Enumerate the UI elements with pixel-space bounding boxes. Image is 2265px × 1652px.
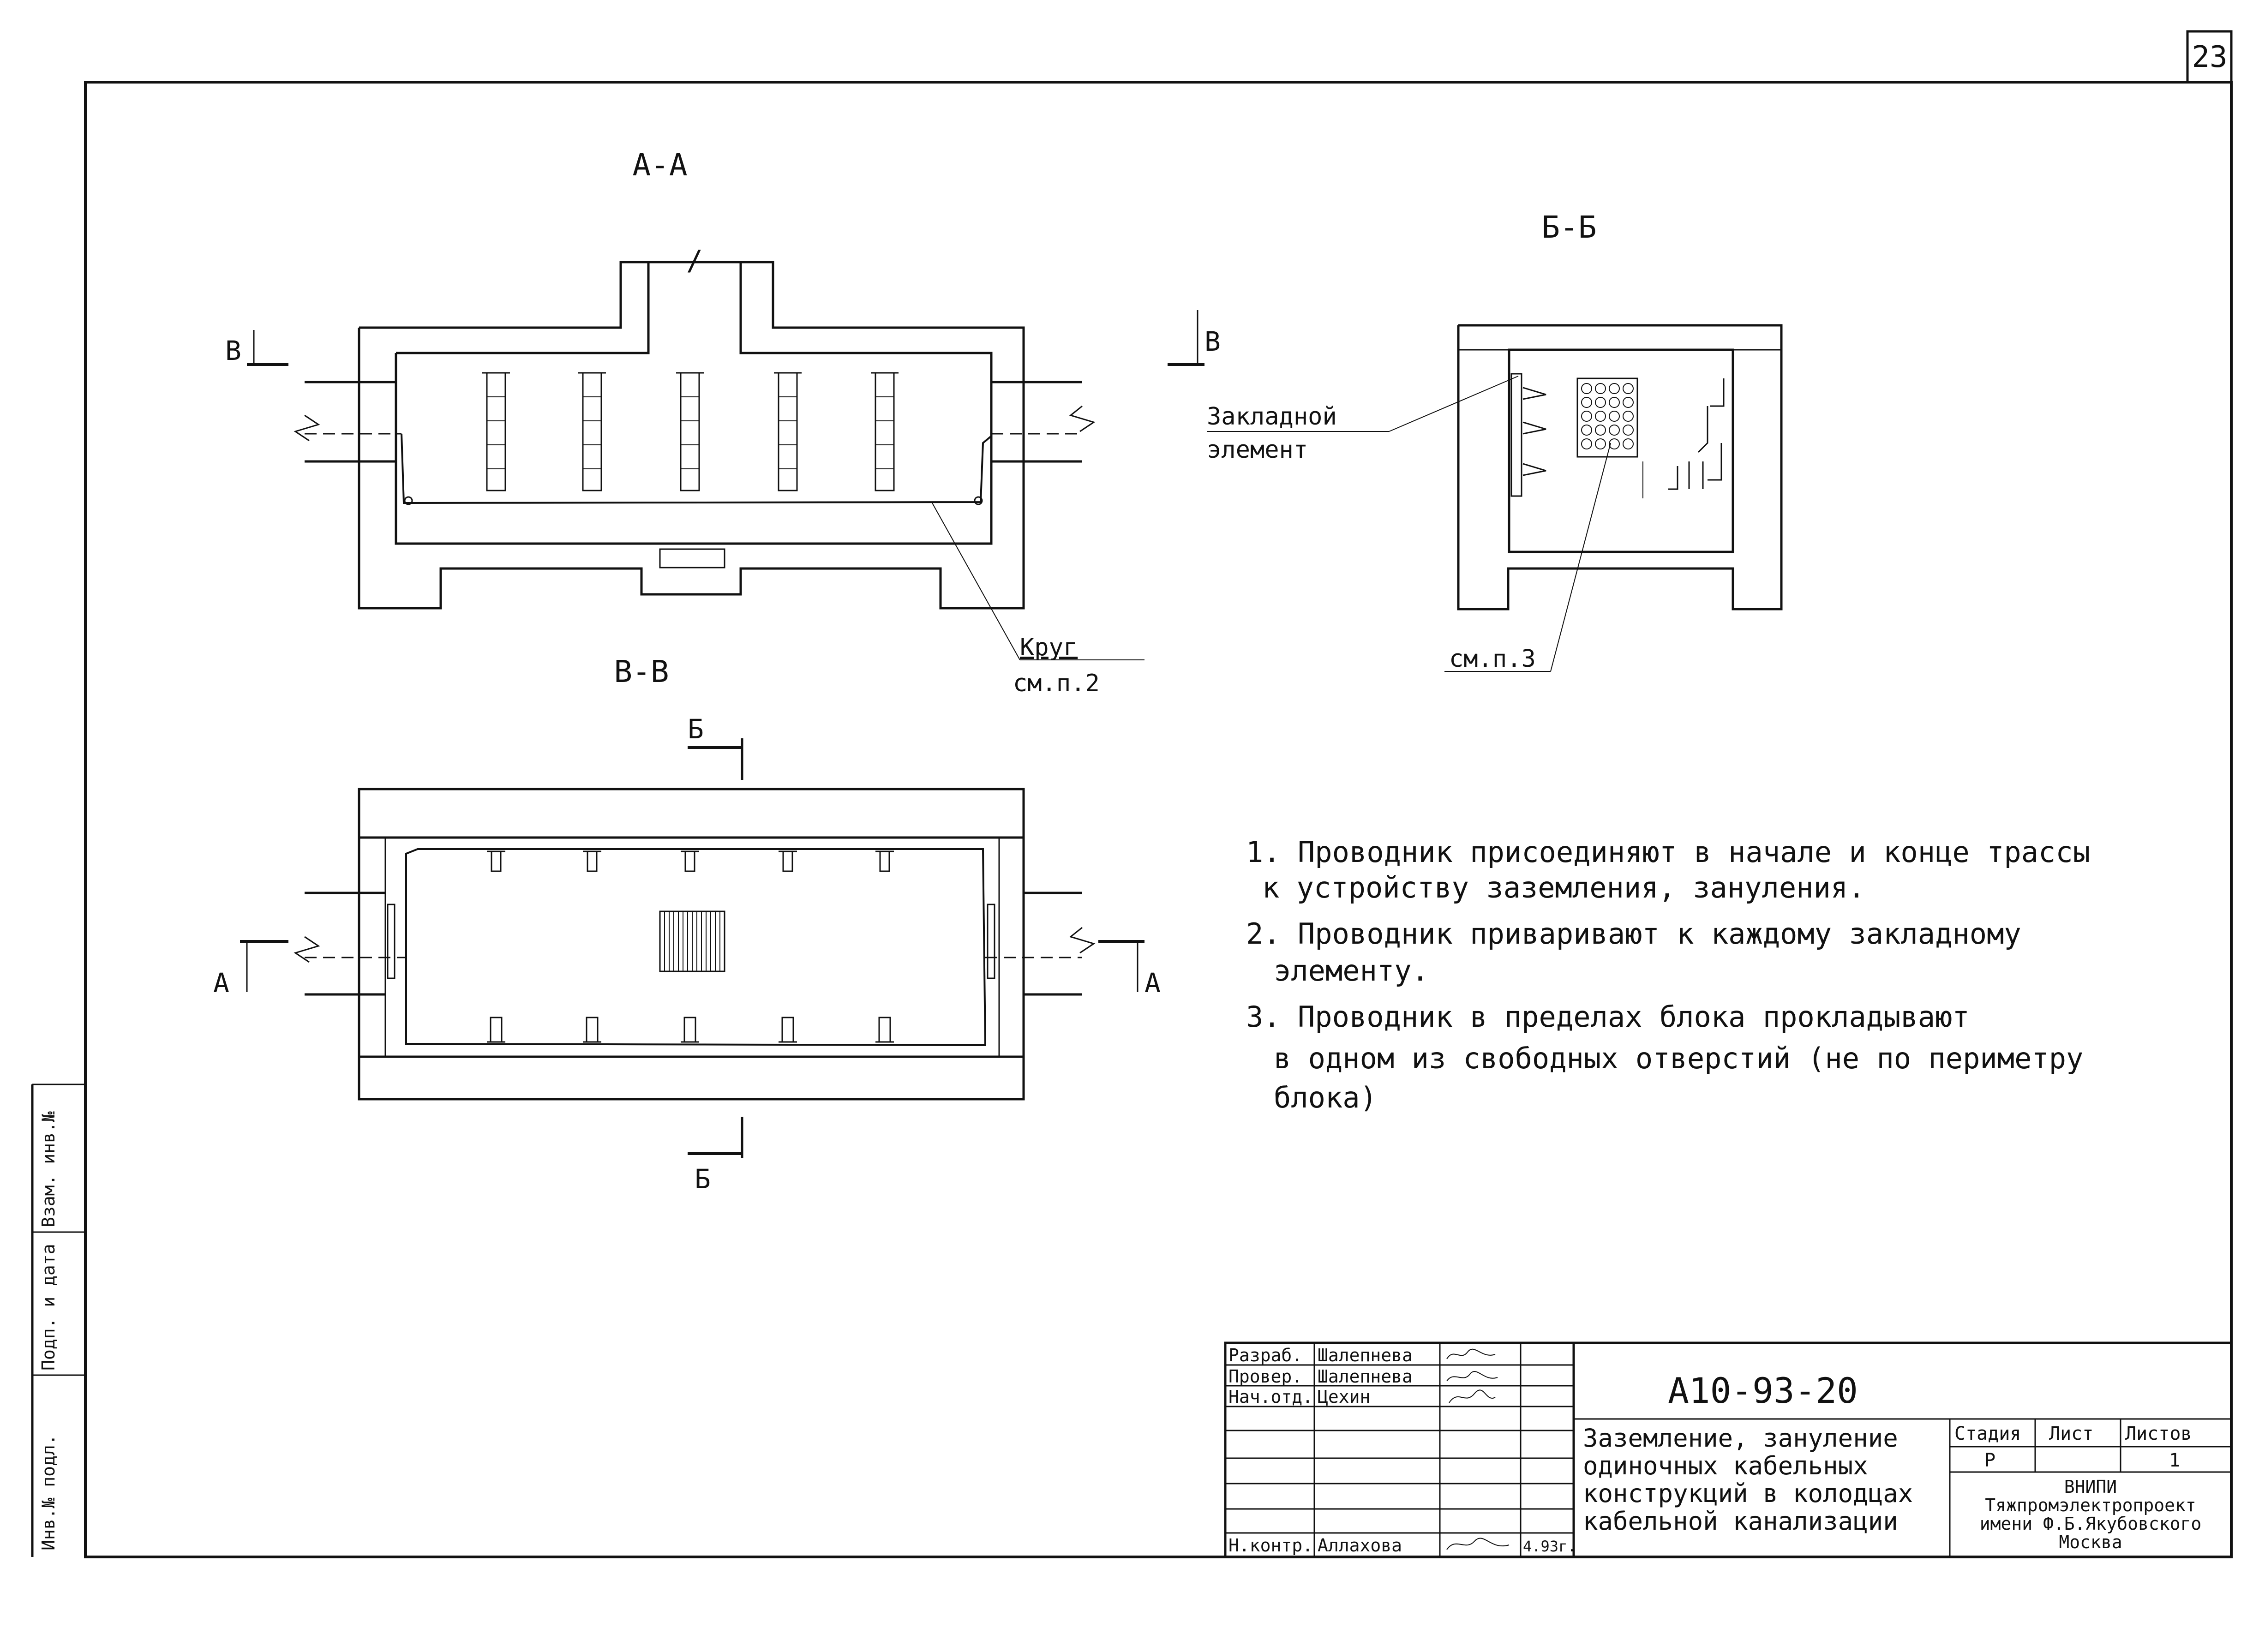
title-block: А10-93-20 Заземление, зануление одиночны… bbox=[1224, 1341, 2233, 1558]
note-1-line-1: 1. Проводник присоединяют в начале и кон… bbox=[1246, 835, 2090, 869]
note-3-line-1: 3. Проводник в пределах блока прокладыва… bbox=[1246, 1000, 1970, 1034]
neck-break-mark: / bbox=[686, 245, 703, 277]
callout-circle: Круг см.п.2 bbox=[932, 503, 1144, 697]
cut-mark-v-left: В bbox=[225, 330, 288, 366]
stamp-designation: А10-93-20 bbox=[1668, 1370, 1858, 1411]
notes-block: 1. Проводник присоединяют в начале и кон… bbox=[1246, 835, 2090, 1114]
svg-text:Б: Б bbox=[695, 1163, 711, 1195]
cable-rack-2 bbox=[578, 372, 606, 491]
stamp-name-2: Шалепнева bbox=[1318, 1366, 1413, 1387]
svg-text:В: В bbox=[225, 335, 241, 366]
stamp-org-line-1: ВНИПИ bbox=[2064, 1477, 2117, 1497]
callout-see-p3-label: см.п.3 bbox=[1449, 645, 1536, 673]
cut-mark-b-bottom: Б bbox=[688, 1117, 743, 1195]
cut-mark-b-top: Б bbox=[688, 713, 743, 780]
signature-2 bbox=[1446, 1371, 1498, 1382]
stamp-role-1: Разраб. bbox=[1228, 1345, 1302, 1365]
section-aa: А-А / bbox=[225, 147, 1144, 697]
well-inner-wall-aa bbox=[396, 262, 650, 354]
stamp-name-1: Шалепнева bbox=[1318, 1345, 1413, 1365]
callout-see-p3: см.п.3 bbox=[1444, 443, 1611, 673]
callout-embedded-element: Закладной элемент bbox=[1207, 376, 1519, 464]
stamp-org-line-2: Тяжпромэлектропроект bbox=[1985, 1495, 2196, 1515]
duct-left-vv bbox=[294, 892, 406, 996]
sheet-number-box bbox=[2186, 30, 2233, 84]
sheet-number: 23 bbox=[2192, 40, 2227, 74]
svg-text:В: В bbox=[1204, 326, 1221, 357]
stamp-stage-value: Р bbox=[1984, 1450, 1995, 1471]
cable-rack-5 bbox=[871, 372, 899, 491]
cut-mark-v-right: В bbox=[1168, 310, 1221, 366]
signature-1 bbox=[1446, 1348, 1496, 1359]
callout-circle-label: Круг bbox=[1020, 634, 1078, 661]
stamp-title-line-3: конструкций в колодцах bbox=[1583, 1479, 1913, 1508]
callout-embedded-line2: элемент bbox=[1207, 436, 1308, 464]
cut-mark-a-right: А bbox=[1098, 940, 1161, 999]
signature-3 bbox=[1449, 1389, 1496, 1403]
note-2-line-2: элементу. bbox=[1274, 954, 1429, 988]
section-vv: В-В bbox=[213, 654, 1161, 1195]
plan-brackets-top bbox=[487, 850, 894, 872]
cable-rack-4 bbox=[774, 372, 802, 491]
svg-text:А: А bbox=[1144, 967, 1161, 999]
duct-right-aa bbox=[991, 381, 1096, 463]
stamp-title-line-2: одиночных кабельных bbox=[1583, 1451, 1868, 1480]
margin-label-inv: Инв.№ подл. bbox=[38, 1434, 59, 1550]
stamp-org-line-4: Москва bbox=[2059, 1532, 2122, 1552]
grounding-conductor-aa bbox=[401, 433, 992, 504]
note-1-line-2: к устройству заземления, зануления. bbox=[1262, 871, 1865, 904]
drawing-frame bbox=[84, 81, 2233, 1558]
cable-rack-1 bbox=[482, 372, 510, 491]
note-2-line-1: 2. Проводник приваривают к каждому закла… bbox=[1246, 917, 2021, 951]
sump-hatch bbox=[664, 911, 720, 971]
grounding-conductor-vv bbox=[405, 848, 987, 1047]
stamp-sheets-header: Листов bbox=[2125, 1423, 2192, 1444]
section-aa-title: А-А bbox=[632, 147, 687, 183]
stamp-role-3: Нач.отд. bbox=[1228, 1387, 1313, 1407]
pipe-block bbox=[1576, 377, 1638, 458]
stamp-role-2: Провер. bbox=[1228, 1366, 1302, 1387]
well-outer-wall-bb bbox=[1457, 324, 1783, 611]
duct-left-aa bbox=[294, 381, 401, 463]
margin-label-replace: Взам. инв.№ bbox=[38, 1111, 59, 1227]
well-outer-wall-vv bbox=[358, 788, 1025, 1101]
pipe-block-holes bbox=[1581, 383, 1634, 449]
note-3-line-3: блока) bbox=[1274, 1081, 1377, 1114]
stamp-title-line-1: Заземление, зануление bbox=[1583, 1424, 1898, 1453]
note-3-line-2: в одном из свободных отверстий (не по пе… bbox=[1274, 1041, 2083, 1075]
embedded-plate bbox=[1510, 373, 1522, 497]
sump-aa bbox=[659, 548, 725, 569]
stamp-date: 4.93г. bbox=[1523, 1538, 1576, 1555]
section-bb-title: Б-Б bbox=[1541, 209, 1596, 245]
svg-text:Б: Б bbox=[688, 713, 704, 745]
left-margin-strip: Взам. инв.№ Подп. и дата Инв.№ подл. bbox=[31, 1083, 85, 1557]
cable-rack-3 bbox=[676, 372, 704, 491]
stamp-sheets-value: 1 bbox=[2169, 1450, 2180, 1471]
stamp-name-3: Цехин bbox=[1318, 1387, 1370, 1407]
well-outer-wall-aa bbox=[358, 261, 1025, 610]
section-bb: Б-Б Закладной bbox=[1168, 209, 1783, 673]
stamp-title-line-4: кабельной канализации bbox=[1583, 1507, 1898, 1536]
stamp-org-line-3: имени Ф.Б.Якубовского bbox=[1980, 1514, 2201, 1534]
duct-right-vv bbox=[985, 892, 1096, 996]
stamp-stage-header: Стадия bbox=[1954, 1423, 2021, 1444]
stamp-sheet-header: Лист bbox=[2049, 1423, 2093, 1444]
signature-4 bbox=[1446, 1538, 1510, 1550]
callout-circle-ref: см.п.2 bbox=[1013, 670, 1100, 697]
margin-label-sign: Подп. и дата bbox=[38, 1244, 59, 1371]
section-vv-title: В-В bbox=[614, 654, 669, 689]
svg-text:А: А bbox=[213, 967, 229, 999]
callout-embedded-line1: Закладной bbox=[1207, 403, 1337, 431]
stamp-role-4: Н.контр. bbox=[1228, 1535, 1313, 1556]
cut-mark-a-left: А bbox=[213, 940, 288, 999]
stamp-name-4: Аллахова bbox=[1318, 1535, 1402, 1556]
plan-brackets-bottom bbox=[487, 1017, 894, 1043]
